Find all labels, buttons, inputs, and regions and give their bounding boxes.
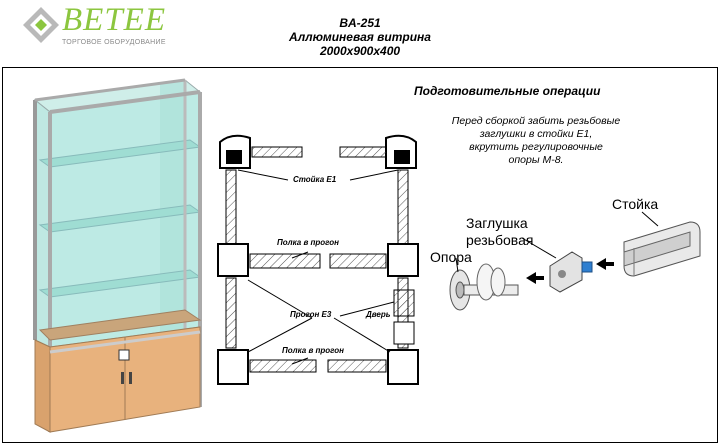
showcase-illustration bbox=[33, 78, 202, 433]
label-stand: Стойка Е1 bbox=[293, 175, 337, 184]
logo-subtitle: ТОРГОВОЕ ОБОРУДОВАНИЕ bbox=[62, 39, 166, 46]
product-dimensions: 2000x900x400 bbox=[319, 44, 401, 58]
logo-name: BETEE bbox=[62, 2, 166, 38]
label-shelf-bottom: Полка в прогон bbox=[282, 346, 344, 355]
label-beam: Прогон Е3 bbox=[290, 310, 332, 319]
operations-description: Перед сборкой забить резьбовые заглушки … bbox=[412, 115, 660, 167]
parts-illustration bbox=[449, 211, 701, 311]
label-shelf-top: Полка в прогон bbox=[277, 238, 339, 247]
operations-line-1: Перед сборкой забить резьбовые bbox=[451, 115, 621, 127]
content-frame bbox=[2, 67, 718, 443]
label-plug-line1: Заглушка bbox=[466, 215, 528, 231]
operations-line-3: вкрутить регулировочные bbox=[469, 141, 603, 153]
operations-line-2: заглушки в стойки Е1, bbox=[479, 128, 593, 140]
product-name: Аллюминевая витрина bbox=[289, 30, 431, 44]
profile-diagram bbox=[217, 134, 419, 385]
label-plug-line2: резьбовая bbox=[466, 232, 534, 248]
operations-line-4: опоры М-8. bbox=[508, 154, 564, 166]
model-code: BA-251 bbox=[339, 16, 381, 30]
logo-diamond-icon bbox=[23, 7, 59, 43]
label-door: Дверь bbox=[366, 310, 391, 319]
label-foot: Опора bbox=[430, 249, 472, 265]
operations-title: Подготовительные операции bbox=[414, 84, 601, 98]
label-post: Стойка bbox=[612, 196, 659, 212]
